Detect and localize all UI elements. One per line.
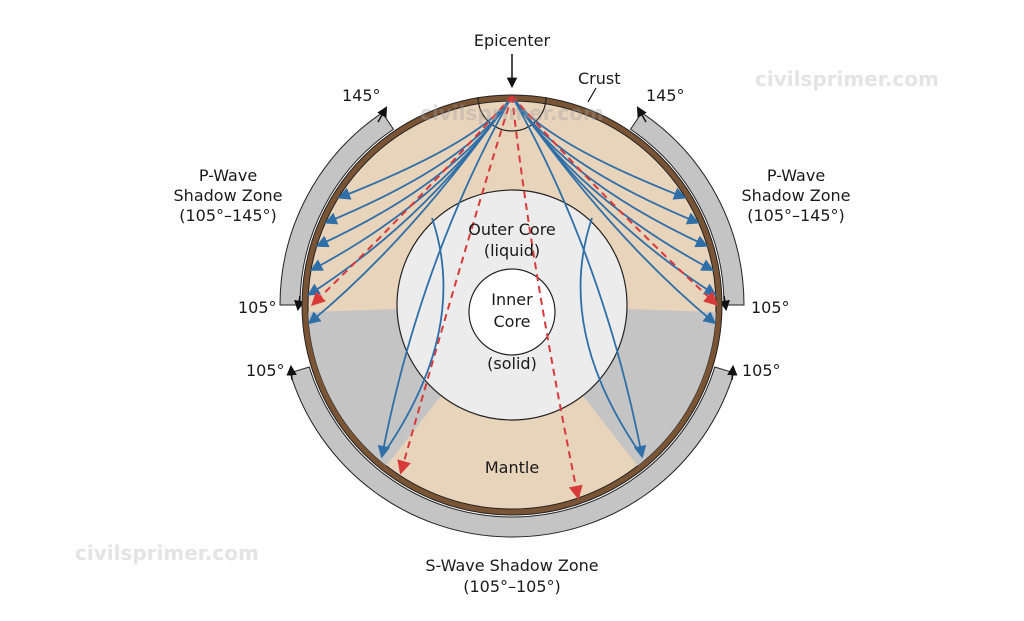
p-wave-ray xyxy=(511,95,717,325)
p-shadow-right-title: Shadow Zone xyxy=(742,186,851,205)
p-wave-core-ray xyxy=(381,217,445,457)
p-shadow-right-range: (105°–145°) xyxy=(747,206,845,225)
p-wave-ray xyxy=(511,95,647,459)
degree-label: 145° xyxy=(342,86,381,105)
degree-label: 105° xyxy=(246,361,285,380)
crust-leader xyxy=(587,87,597,103)
s-wave-ray xyxy=(397,95,513,475)
inner-core-label: Inner xyxy=(491,290,533,309)
outer-core-label: Outer Core xyxy=(468,220,556,239)
degree-label: 145° xyxy=(646,86,685,105)
seismic-rays xyxy=(307,95,719,500)
s-wave-ray xyxy=(511,95,719,306)
p-shadow-left-title: P-Wave xyxy=(199,166,257,185)
p-shadow-left-title: Shadow Zone xyxy=(174,186,283,205)
p-shadow-right-title: P-Wave xyxy=(767,166,825,185)
degree-label: 105° xyxy=(742,361,781,380)
outer-core-state: (liquid) xyxy=(484,241,540,260)
p-wave-ray xyxy=(307,95,513,325)
watermark: civilsprimer.com xyxy=(420,101,604,125)
arrowhead xyxy=(727,364,738,381)
arrowhead xyxy=(286,364,297,381)
inner-core xyxy=(468,268,556,356)
s-wave-ray xyxy=(511,95,583,500)
crust-label: Crust xyxy=(578,69,621,88)
inner-core-label: Core xyxy=(493,312,530,331)
p-wave-ray xyxy=(377,95,513,459)
arrowhead xyxy=(294,295,305,312)
watermark: civilsprimer.com xyxy=(755,67,939,91)
p-wave-shadow-band-left xyxy=(279,111,395,306)
shadow-zone-bands xyxy=(279,106,745,538)
s-shadow-range: (105°–105°) xyxy=(463,577,561,596)
s-shadow-title: S-Wave Shadow Zone xyxy=(425,556,598,575)
arrowhead xyxy=(719,295,730,312)
p-wave-core-ray xyxy=(579,217,643,457)
arrowhead xyxy=(636,106,647,123)
arrowhead xyxy=(377,106,388,123)
degree-label: 105° xyxy=(751,298,790,317)
focus-semicircle xyxy=(477,96,547,132)
p-shadow-left-range: (105°–145°) xyxy=(179,206,277,225)
inner-core-state: (solid) xyxy=(487,354,537,373)
mantle-label: Mantle xyxy=(485,458,539,477)
degree-label: 105° xyxy=(238,298,277,317)
epicenter-label: Epicenter xyxy=(474,31,551,50)
watermark: civilsprimer.com xyxy=(75,541,259,565)
